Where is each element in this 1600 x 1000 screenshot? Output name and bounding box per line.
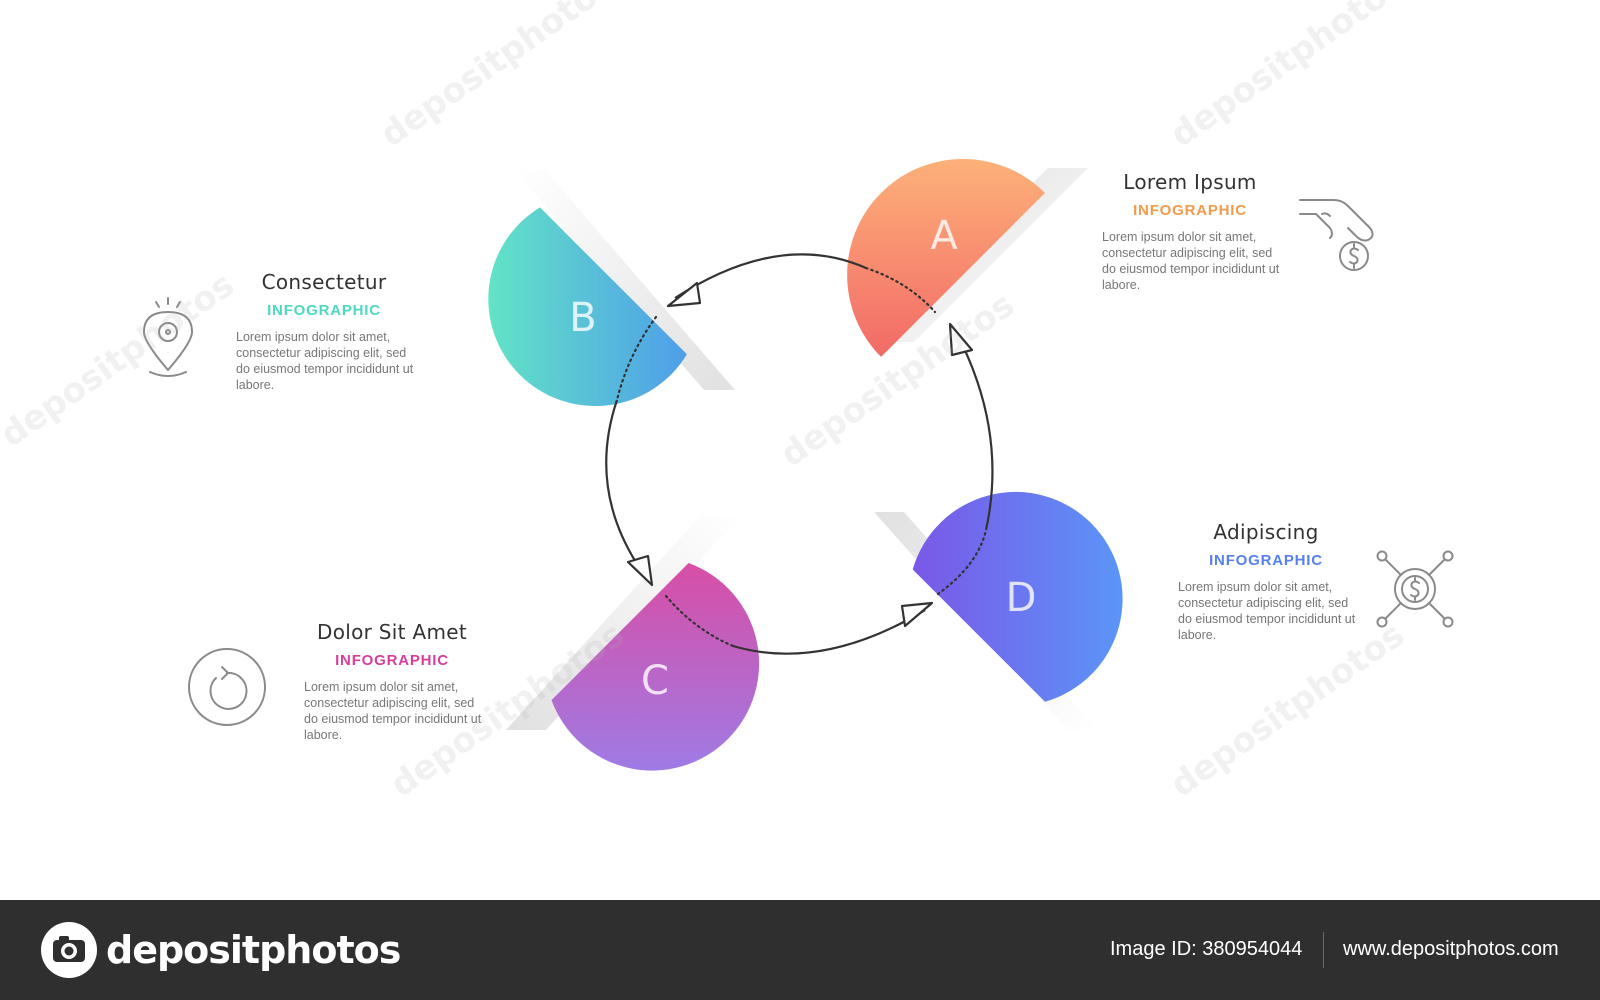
hand-coin-icon xyxy=(1299,199,1374,271)
step-b-title: Consectetur xyxy=(261,270,387,294)
step-c-description: Lorem ipsum dolor sit amet, consectetur … xyxy=(304,680,482,742)
step-b-description: Lorem ipsum dolor sit amet, consectetur … xyxy=(236,330,414,392)
step-c-subtitle: INFOGRAPHIC xyxy=(335,652,449,669)
step-d-text: Adipiscing INFOGRAPHIC Lorem ipsum dolor… xyxy=(1166,520,1366,643)
step-d-description: Lorem ipsum dolor sit amet, consectetur … xyxy=(1178,580,1356,642)
arrow-head-c xyxy=(626,554,654,587)
dollar-network-icon xyxy=(1376,550,1454,628)
refresh-icon xyxy=(188,648,266,726)
camera-icon xyxy=(41,922,97,978)
step-a-description: Lorem ipsum dolor sit amet, consectetur … xyxy=(1102,230,1280,292)
step-b-text: Consectetur INFOGRAPHIC Lorem ipsum dolo… xyxy=(224,270,424,393)
arrow-head-a xyxy=(948,322,974,357)
step-a-text: Lorem Ipsum INFOGRAPHIC Lorem ipsum dolo… xyxy=(1090,170,1290,293)
location-pin-icon xyxy=(143,297,193,377)
image-id: Image ID: 380954044 xyxy=(1110,938,1303,960)
step-c-text: Dolor Sit Amet INFOGRAPHIC Lorem ipsum d… xyxy=(292,620,492,743)
cycle-dotted xyxy=(615,266,988,648)
step-a-title: Lorem Ipsum xyxy=(1123,170,1257,194)
brand-logo[interactable]: depositphotos xyxy=(40,920,401,980)
shadow-b xyxy=(514,170,735,390)
footer-divider xyxy=(1323,932,1324,968)
step-a-letter: A xyxy=(930,213,958,259)
step-d-shape xyxy=(912,491,1123,702)
step-d-title: Adipiscing xyxy=(1213,520,1319,544)
step-c-title: Dolor Sit Amet xyxy=(317,620,467,644)
step-c-letter: C xyxy=(641,658,669,704)
step-b-shape xyxy=(488,207,687,407)
step-b-subtitle: INFOGRAPHIC xyxy=(267,302,381,319)
step-c-shape xyxy=(551,563,760,771)
shadow-c xyxy=(506,516,740,730)
website-link[interactable]: www.depositphotos.com xyxy=(1343,938,1559,960)
step-d-letter: D xyxy=(1006,575,1037,621)
arrow-head-d xyxy=(900,601,934,628)
brand-name: depositphotos xyxy=(106,928,401,972)
arrow-c-to-d xyxy=(732,609,926,655)
step-a-shape xyxy=(847,158,1045,357)
arrow-heads xyxy=(626,281,974,628)
arrow-head-b xyxy=(666,281,702,308)
arrow-d-to-a xyxy=(954,329,994,531)
step-b-letter: B xyxy=(569,295,596,341)
step-a-subtitle: INFOGRAPHIC xyxy=(1133,202,1247,219)
step-d-subtitle: INFOGRAPHIC xyxy=(1209,552,1323,569)
cycle-diagram: A B C D xyxy=(488,158,1123,771)
arrow-b-to-c xyxy=(605,399,649,581)
infographic-canvas: A B C D Lorem Ipsum INFOGRAPHIC Lore xyxy=(0,0,1454,806)
arrow-a-to-b xyxy=(674,253,867,299)
footer-bar: depositphotos Image ID: 380954044 www.de… xyxy=(0,900,1600,1000)
